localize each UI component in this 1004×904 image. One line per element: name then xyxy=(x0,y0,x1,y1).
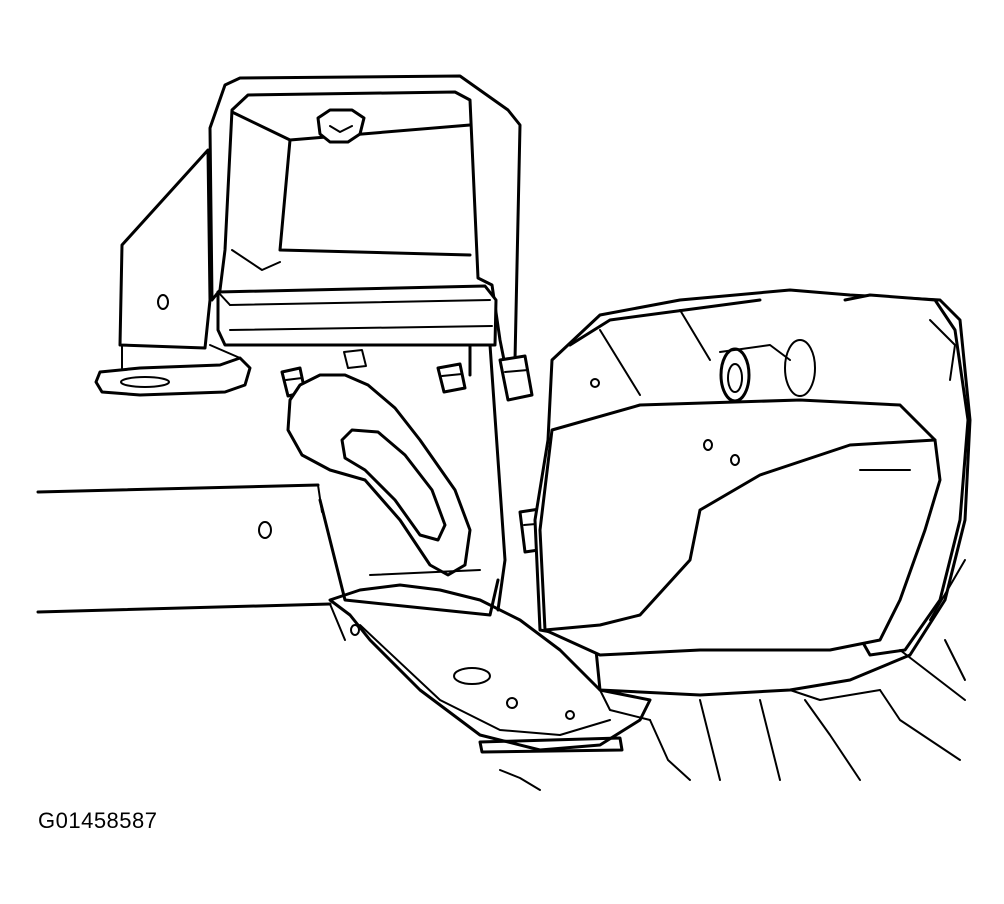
engine-mount xyxy=(533,288,972,781)
mounting-bracket xyxy=(94,74,522,397)
u-bolt-clamp xyxy=(286,343,507,617)
right-frame-edge xyxy=(899,559,966,701)
figure-id-label: G01458587 xyxy=(38,808,158,833)
crossmember xyxy=(328,583,652,791)
frame-rail xyxy=(36,483,346,641)
